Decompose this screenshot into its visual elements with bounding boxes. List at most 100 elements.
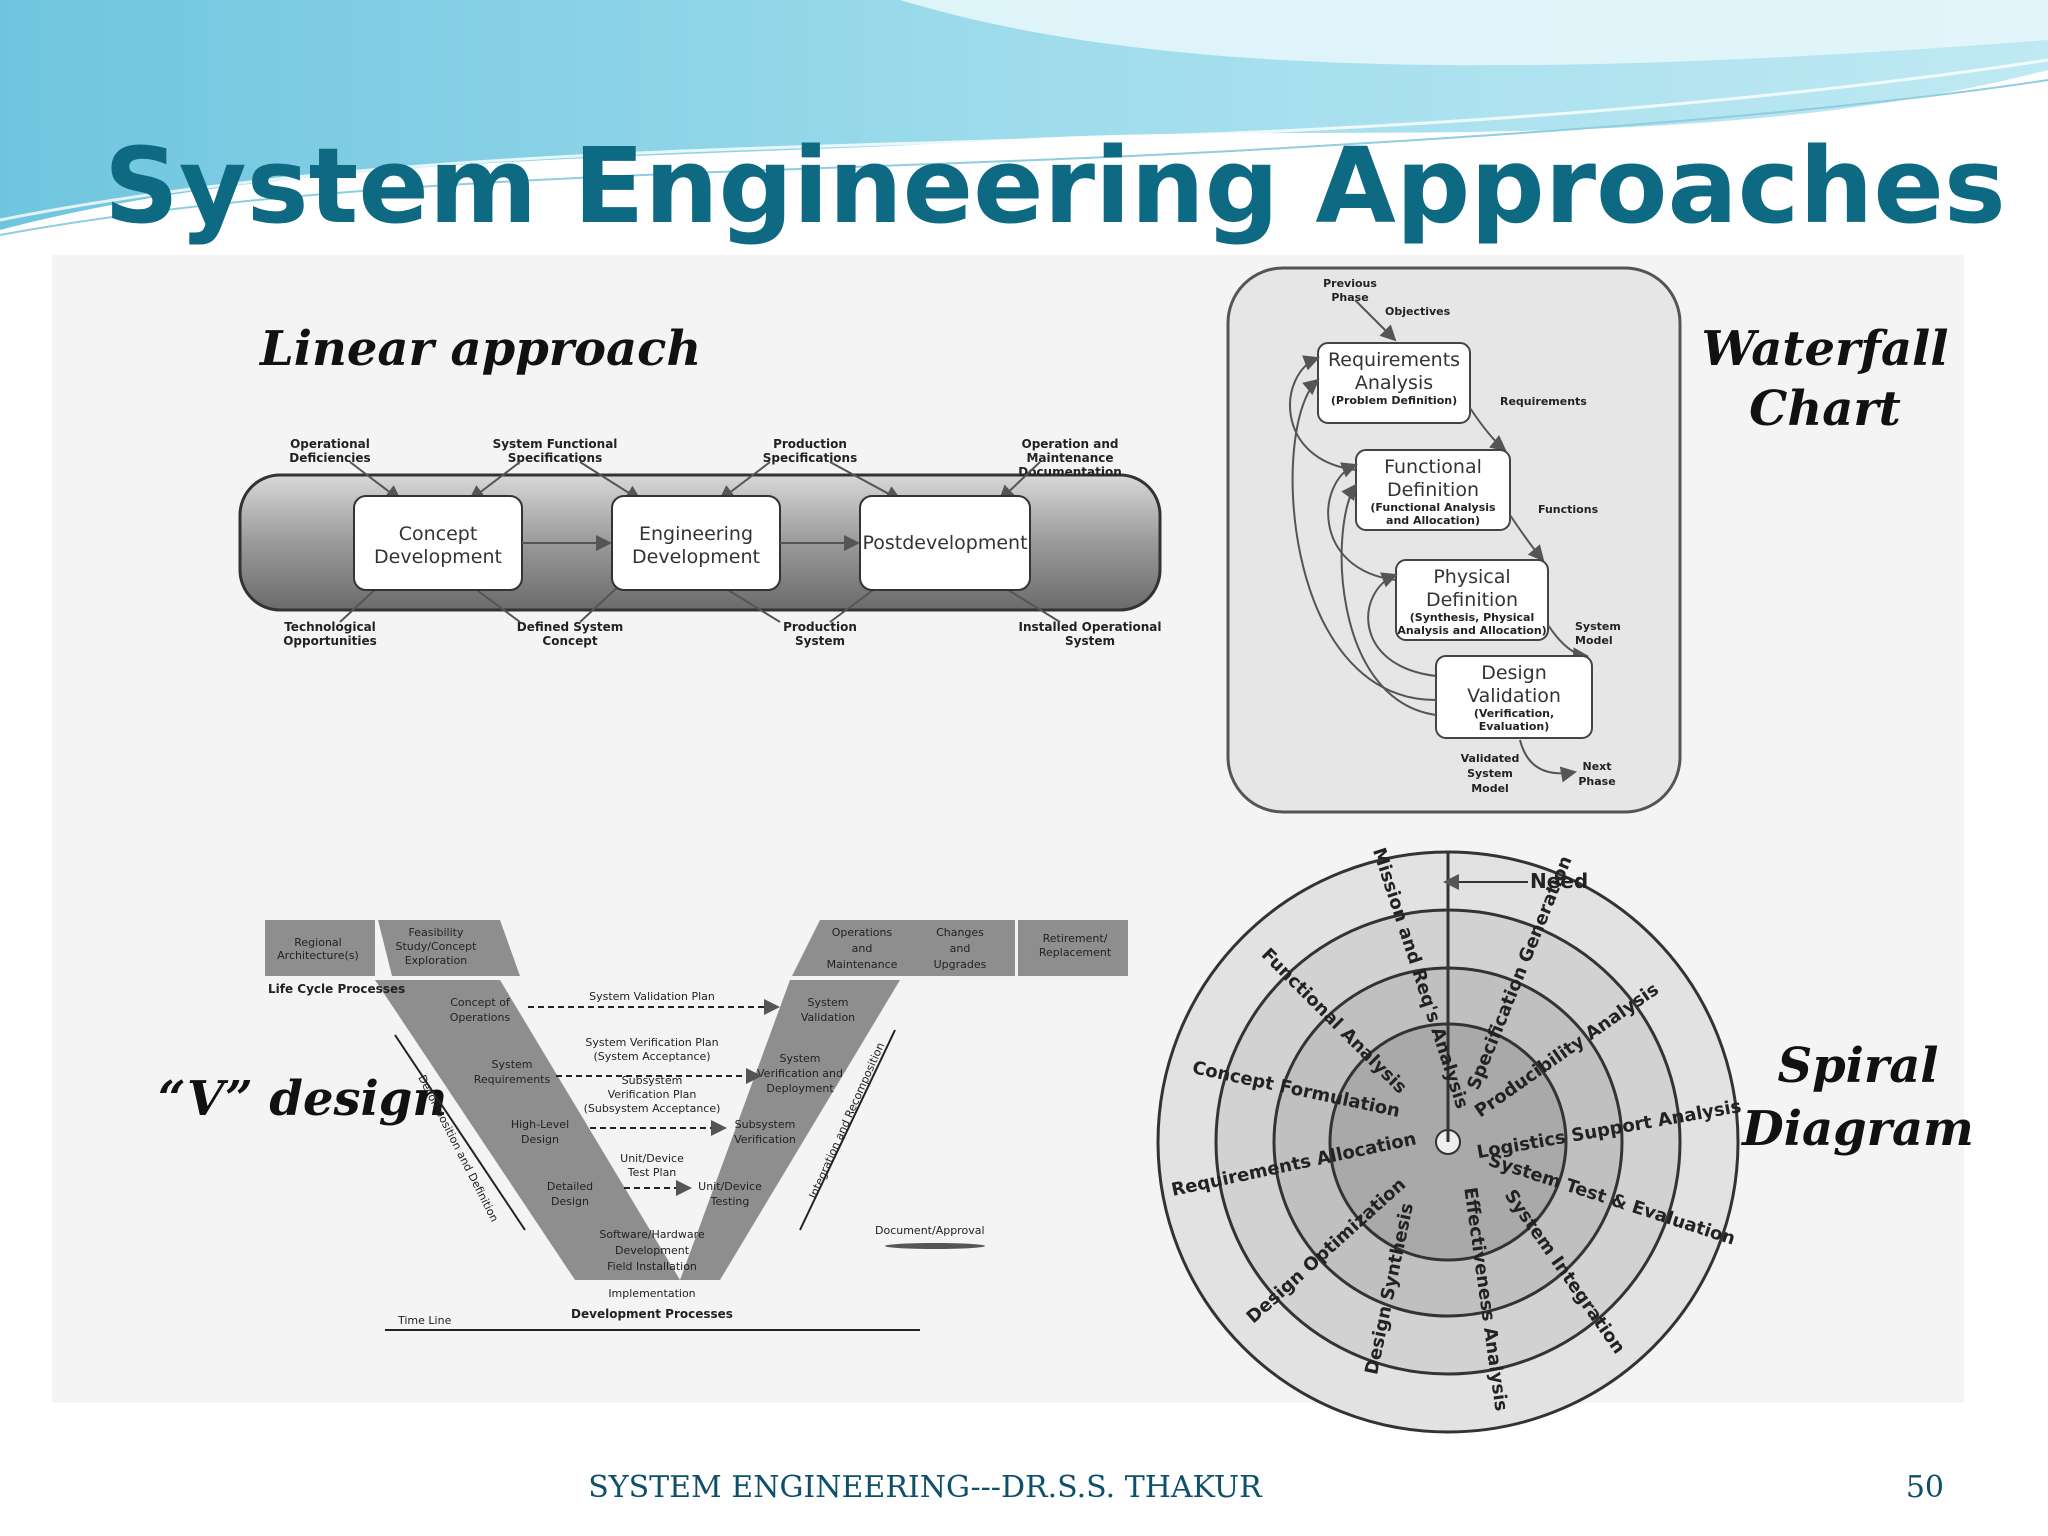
caption-spiral-line2: Diagram [1740,1101,1974,1157]
linear-stage-label: Engineering [639,523,753,545]
v-plan-label: System Verification Plan [585,1036,718,1049]
v-right-stage: System [807,996,848,1009]
v-left-stage: High-Level [511,1118,569,1131]
waterfall-step-title: Definition [1387,479,1479,501]
v-doc-approval: Document/Approval [875,1224,985,1237]
linear-arrow [718,461,771,502]
linear-bottom-label: Technological [284,620,376,634]
v-bottom-stage: Software/Hardware [599,1228,705,1241]
waterfall-step-title: Design [1481,662,1547,684]
v-decomp-line [394,1034,526,1231]
linear-arrow [829,584,881,623]
linear-top-label: System Functional [493,437,618,451]
linear-bottom-label: Production [783,620,857,634]
v-regional-box [265,920,375,976]
v-operations-label: Maintenance [827,958,898,971]
v-left-stage: Concept of [450,996,511,1009]
waterfall-previous-phase: Phase [1331,291,1368,304]
linear-arrow [349,461,402,502]
waterfall-step-sub: (Functional Analysis [1370,501,1496,514]
waterfall-step-sub: Evaluation) [1479,720,1550,733]
v-changes-label: and [950,942,971,955]
linear-arrow [829,461,902,501]
linear-arrow [719,584,781,623]
linear-stage-label: Concept [399,523,478,545]
v-bottom-stage: Field Installation [607,1260,697,1273]
waterfall-step-output: Model [1575,634,1613,647]
header-wave [0,0,2048,236]
v-integration-line [799,1029,896,1231]
v-plan-label: Subsystem [622,1074,683,1087]
slide-title: System Engineering Approaches [104,125,2006,247]
waterfall-next-phase: Phase [1578,775,1615,788]
waterfall-step-output: System [1575,620,1621,633]
v-right-stage: Deployment [766,1082,834,1095]
waterfall-previous-phase: Previous [1323,277,1377,290]
v-dev-processes: Development Processes [571,1307,733,1321]
v-feasibility-label: Study/Concept [396,940,478,953]
v-changes-label: Changes [936,926,984,939]
waterfall-step-sub: (Problem Definition) [1331,394,1457,407]
v-regional-label: Regional [294,936,341,949]
waterfall-step-output: Requirements [1500,395,1587,408]
footer-text: SYSTEM ENGINEERING---DR.S.S. THAKUR [588,1470,1263,1505]
waterfall-step-box [1395,559,1549,641]
linear-top-label: Deficiencies [289,451,370,465]
v-left-stage: Requirements [474,1073,551,1086]
waterfall-step-sub: (Synthesis, Physical [1410,611,1534,624]
linear-arrow [469,584,521,623]
linear-bottom-label: System [795,634,845,648]
v-ops-box [792,920,1015,976]
linear-bottom-label: System [1065,634,1115,648]
linear-bottom-label: Opportunities [283,634,377,648]
caption-linear: Linear approach [258,321,701,377]
waterfall-validated: Model [1471,782,1509,795]
linear-stage-label: Postdevelopment [862,532,1027,554]
spiral-need: Need [1530,869,1588,893]
v-retirement-box [1018,920,1128,976]
waterfall-next-phase: Next [1582,760,1611,773]
caption-v-design: “V” design [158,1071,447,1127]
linear-arrow [579,584,621,623]
linear-top-label: Maintenance [1026,451,1113,465]
linear-bottom-label: Concept [542,634,597,648]
linear-top-label: Specifications [763,451,857,465]
v-right-stage: System [779,1052,820,1065]
page-number: 50 [1906,1470,1944,1505]
v-operations-label: Operations [832,926,893,939]
linear-arrow [999,584,1061,623]
linear-arrow [339,584,381,623]
linear-bottom-label: Defined System [517,620,623,634]
waterfall-step-title: Definition [1426,589,1518,611]
waterfall-feedback-arrow [1367,572,1437,677]
v-operations-label: and [852,942,873,955]
waterfall-step-sub: Analysis and Allocation) [1397,624,1546,637]
v-right-stage: Verification and [757,1067,843,1080]
waterfall-step-title: Physical [1433,566,1510,588]
v-bottom-stage: Development [615,1244,690,1257]
linear-top-label: Production [773,437,847,451]
linear-stage-box [859,495,1031,591]
waterfall-down-arrow [1469,407,1507,452]
v-feasibility-label: Feasibility [409,926,464,939]
linear-stage-label: Development [374,546,502,568]
v-plan-label: Unit/Device [620,1152,684,1165]
v-plan-label: Test Plan [627,1166,677,1179]
v-right-stage: Unit/Device [698,1180,762,1193]
linear-top-label: Specifications [508,451,602,465]
linear-arrow [468,461,521,502]
v-plan-label: Verification Plan [608,1088,697,1101]
linear-top-label: Operation and [1022,437,1119,451]
v-retirement-label: Retirement/ [1043,932,1108,945]
waterfall-validated: System [1467,767,1513,780]
waterfall-step-box [1435,655,1593,739]
waterfall-arrow [1519,739,1577,783]
v-diagram: RegionalArchitecture(s)FeasibilityStudy/… [265,920,1128,1331]
v-implementation: Implementation [608,1287,695,1300]
v-right-stage: Validation [801,1011,855,1024]
v-left-stage: Design [551,1195,589,1208]
v-left-stage: Operations [450,1011,511,1024]
v-feasibility-label: Exploration [405,954,468,967]
